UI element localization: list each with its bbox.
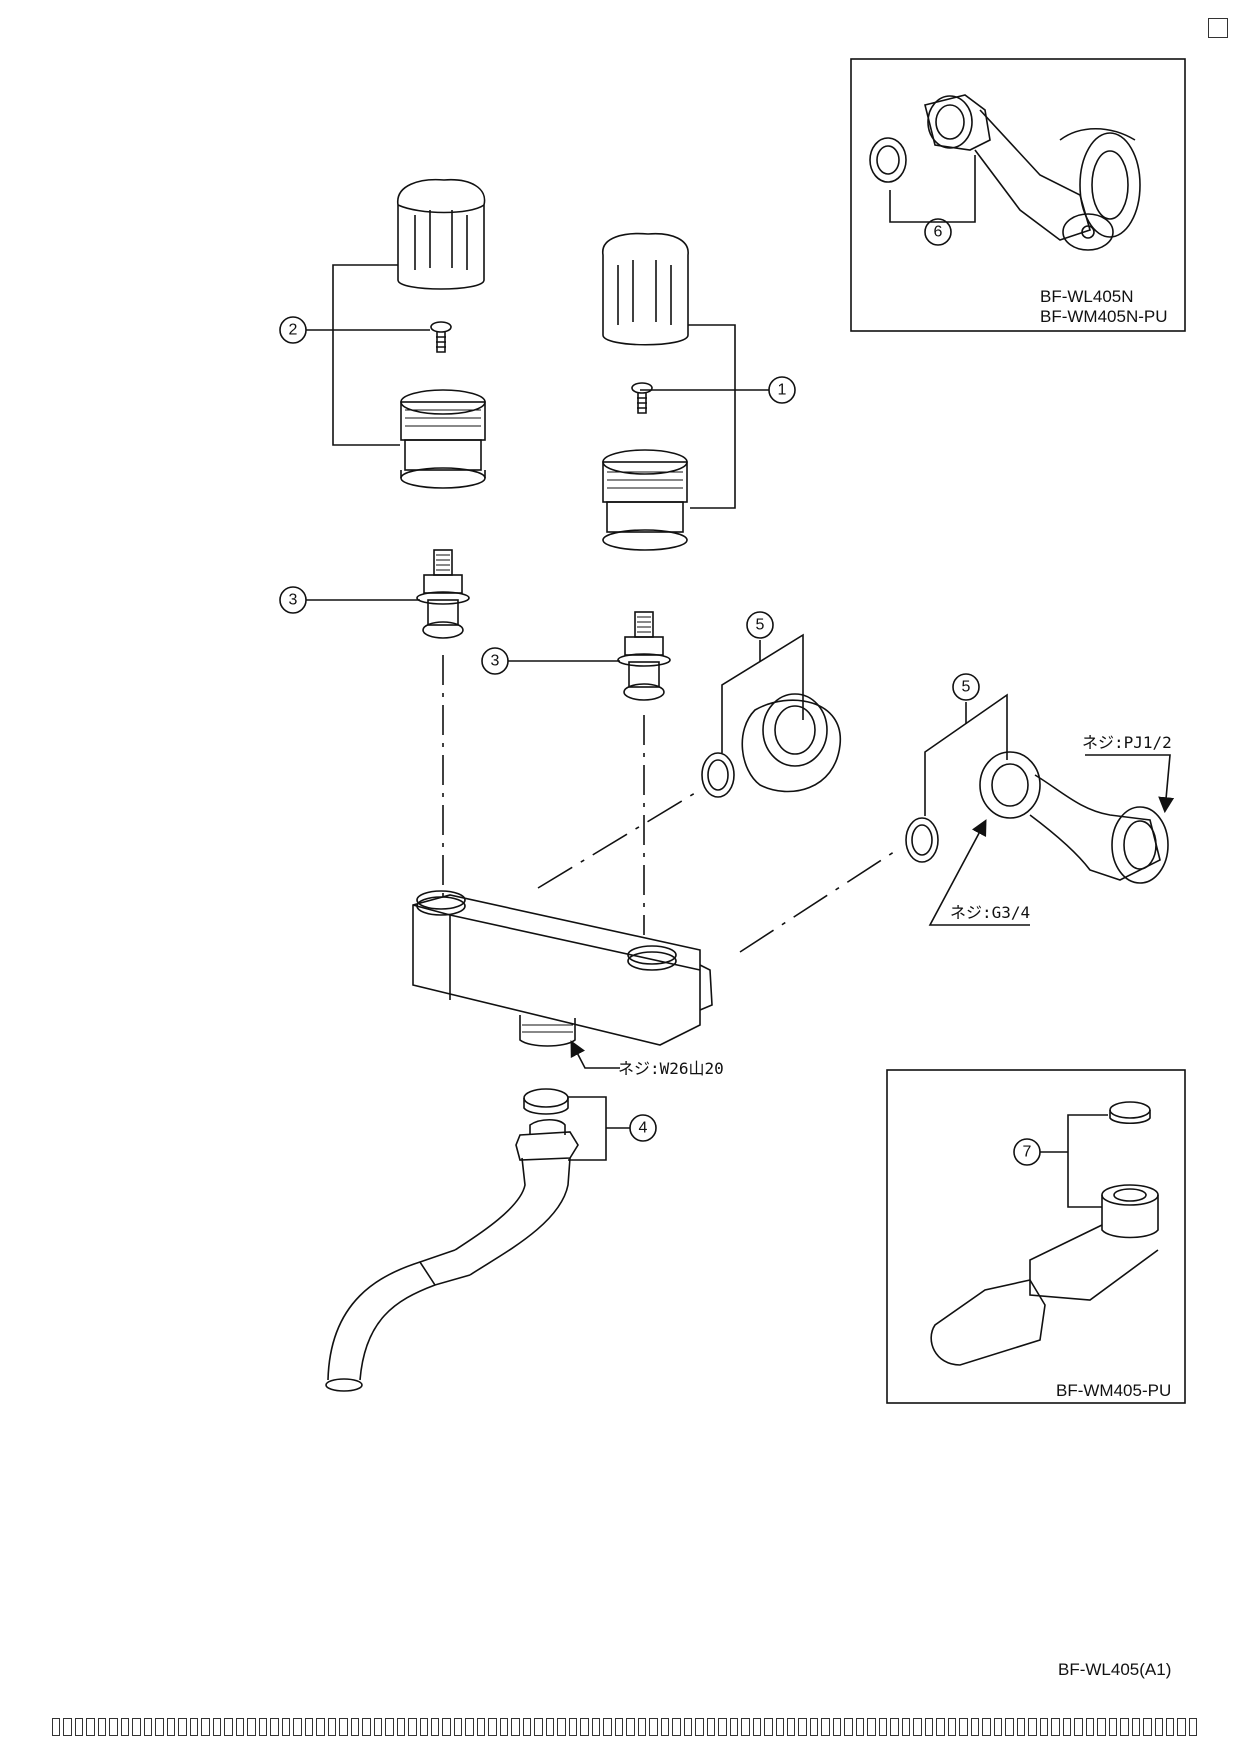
callout-3b-circle: [481, 647, 509, 675]
part-handle-left: [397, 178, 486, 290]
part-screw-2: [430, 321, 452, 353]
axis-lower-union: [739, 847, 901, 953]
callout-3a-circle: [279, 586, 307, 614]
inset-bottom-model: BF-WM405-PU: [1056, 1381, 1171, 1400]
leader-g34: [928, 819, 1030, 926]
part-cap-right: [602, 449, 688, 551]
part-cartridge-left: [416, 549, 470, 639]
corner-checkbox: [1208, 18, 1228, 38]
inset-bottom-frame: [886, 1069, 1186, 1404]
part-elbow-inset-6: [869, 94, 1141, 251]
doc-code: BF-WL405(A1): [1058, 1660, 1171, 1679]
callout-7: 7: [1023, 1144, 1032, 1161]
callout-5b: 5: [962, 679, 971, 696]
callout-7-circle: [1013, 1138, 1041, 1166]
leader-5a-bracket: [721, 633, 804, 753]
part-cartridge-right: [617, 611, 671, 701]
leader-pj: [1085, 754, 1175, 814]
callout-2: 2: [289, 322, 298, 339]
footer-box-row: [52, 1718, 1198, 1738]
callout-1-circle: [768, 376, 796, 404]
inset-top-model-1: BF-WL405N: [1040, 287, 1134, 306]
callout-6: 6: [934, 224, 943, 241]
thread-label-pj: ネジ:PJ1/2: [1082, 733, 1172, 752]
callout-2-circle: [279, 316, 307, 344]
part-union-upper: [701, 693, 841, 798]
part-faucet-body: [412, 890, 713, 1047]
thread-label-w26: ネジ:W26山20: [618, 1059, 724, 1078]
thread-label-g34: ネジ:G3/4: [950, 903, 1030, 922]
callout-3b: 3: [491, 653, 500, 670]
axis-upper-union: [537, 789, 701, 889]
callout-4: 4: [639, 1120, 648, 1137]
leader-6: [889, 155, 976, 223]
leader-1-bracket: [688, 324, 736, 509]
callout-5a: 5: [756, 617, 765, 634]
leader-7-bracket: [1067, 1114, 1108, 1208]
callout-5a-circle: [746, 611, 774, 639]
inset-top-frame: [850, 58, 1186, 332]
part-spout: [325, 1088, 579, 1392]
callout-5b-circle: [952, 673, 980, 701]
part-cap-left: [400, 389, 486, 489]
part-union-lower: [905, 751, 1169, 884]
callout-3a: 3: [289, 592, 298, 609]
callout-1: 1: [778, 382, 787, 399]
part-screw-1: [631, 382, 653, 414]
part-spout-inset-7: [930, 1101, 1159, 1366]
leader-2-bracket: [332, 264, 400, 446]
callout-4-circle: [629, 1114, 657, 1142]
callout-6-circle: [924, 218, 952, 246]
inset-top-model-2: BF-WM405N-PU: [1040, 307, 1168, 326]
leader-w26: [570, 1040, 620, 1069]
part-handle-right: [602, 232, 689, 346]
